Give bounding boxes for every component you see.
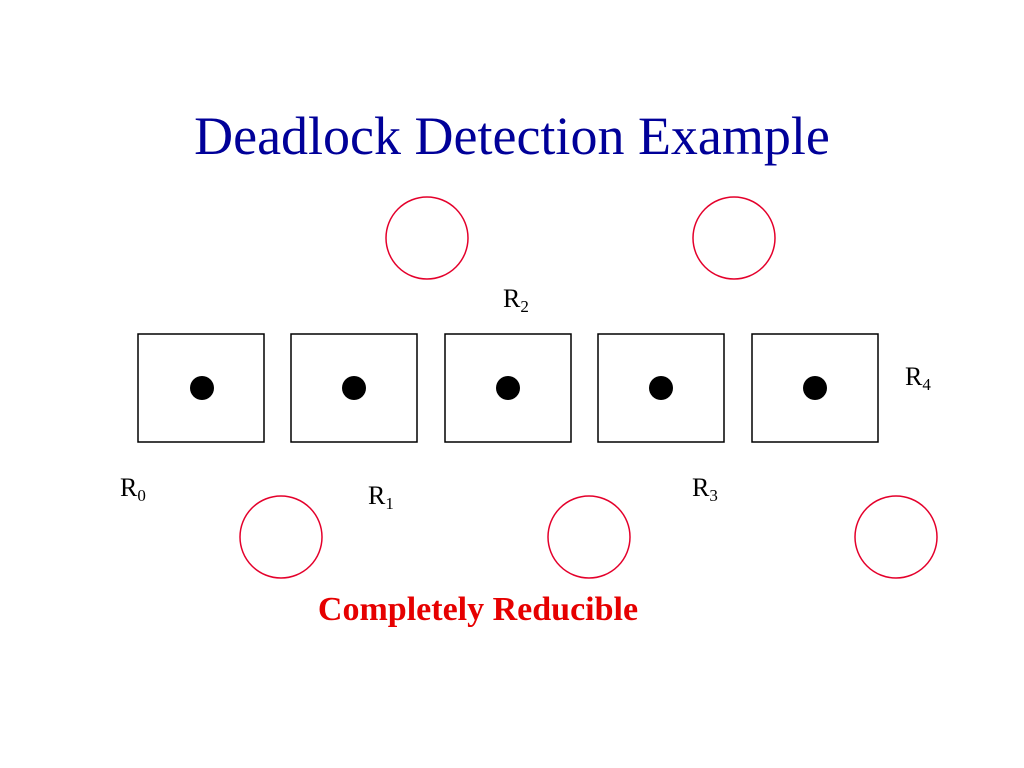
process-node xyxy=(547,495,631,579)
process-node xyxy=(385,196,469,280)
resource-index: 3 xyxy=(709,486,718,505)
resource-unit-dot xyxy=(803,376,827,400)
resource-index: 4 xyxy=(922,375,931,394)
resource-label-r2: R2 xyxy=(503,284,529,316)
resource-letter: R xyxy=(905,362,923,391)
resource-label-r3: R3 xyxy=(692,473,718,505)
resource-unit-dot xyxy=(342,376,366,400)
resource-index: 0 xyxy=(137,486,146,505)
resource-letter: R xyxy=(368,481,386,510)
resource-index: 1 xyxy=(385,494,394,513)
resource-unit-dot xyxy=(190,376,214,400)
process-node xyxy=(854,495,938,579)
resource-unit-dot xyxy=(649,376,673,400)
slide-title: Deadlock Detection Example xyxy=(194,106,830,166)
process-node xyxy=(692,196,776,280)
resource-index: 2 xyxy=(520,297,529,316)
resource-label-r4: R4 xyxy=(905,362,931,394)
resource-letter: R xyxy=(120,473,138,502)
resource-label-r1: R1 xyxy=(368,481,394,513)
resource-unit-dot xyxy=(496,376,520,400)
resource-letter: R xyxy=(503,284,521,313)
process-node xyxy=(239,495,323,579)
resource-letter: R xyxy=(692,473,710,502)
resource-label-r0: R0 xyxy=(120,473,146,505)
status-caption: Completely Reducible xyxy=(317,591,639,628)
